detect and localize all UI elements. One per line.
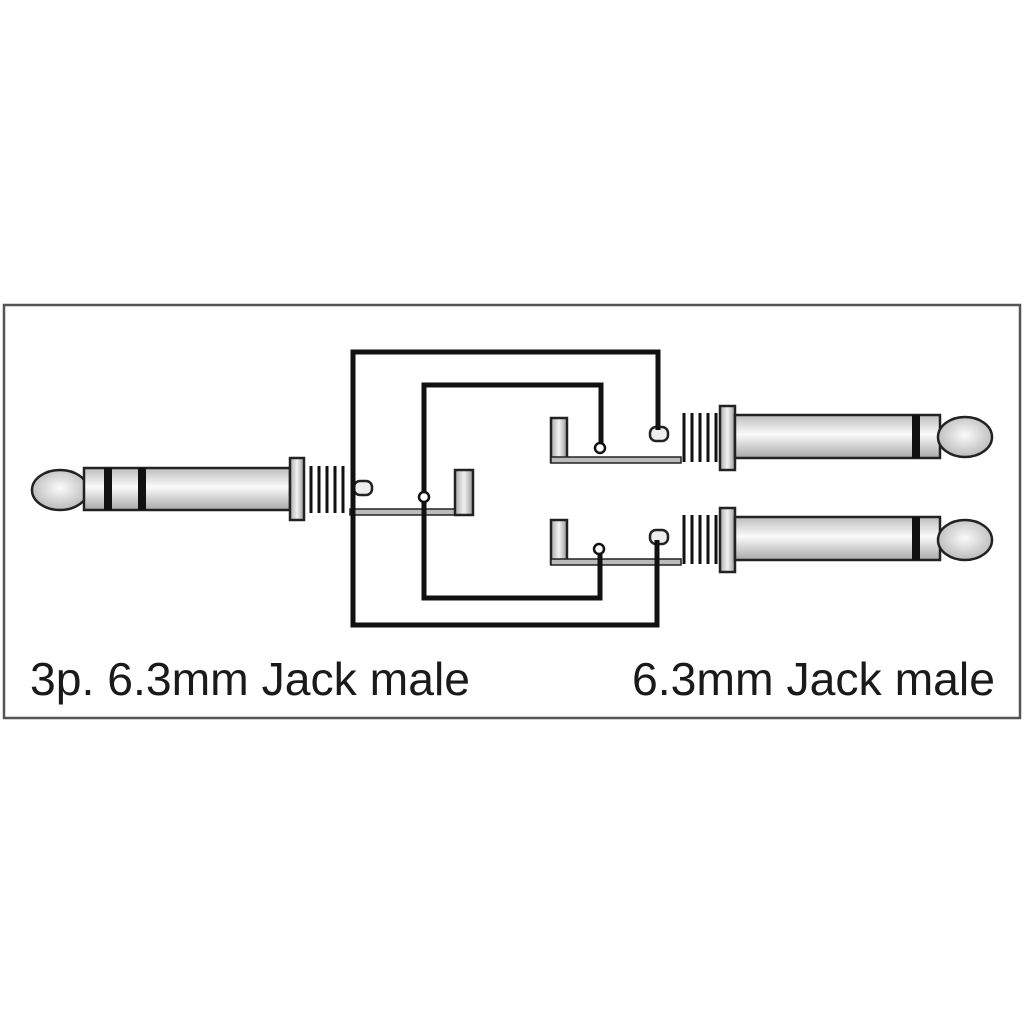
wire-inner-bottom <box>421 497 603 601</box>
left-connector-label: 3p. 6.3mm Jack male <box>30 653 470 705</box>
wire-outer-top <box>350 349 661 488</box>
diagram-frame <box>2 303 1022 720</box>
mono-jack-plug-upper <box>549 404 994 472</box>
right-connector-label: 6.3mm Jack male <box>632 653 995 705</box>
mono-jack-plug-lower <box>549 506 994 574</box>
plug-tip <box>936 518 994 562</box>
plug-tip <box>936 415 994 459</box>
wires <box>350 349 661 628</box>
solder-points <box>417 441 607 556</box>
wire-inner-top <box>421 382 604 497</box>
wire-outer-bottom <box>350 488 660 628</box>
stereo-jack-plug-left <box>30 456 475 522</box>
plug-tip <box>30 468 90 512</box>
